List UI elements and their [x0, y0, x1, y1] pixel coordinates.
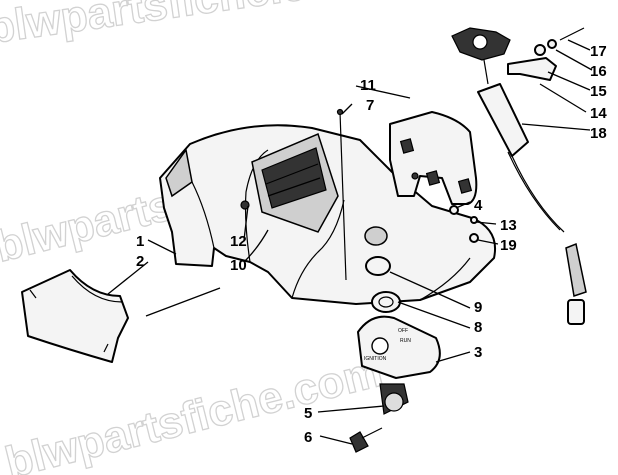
callout-2: 2 — [136, 253, 144, 270]
callout-9: 9 — [474, 299, 482, 316]
rod-part-7 — [336, 108, 347, 281]
callout-11: 11 — [360, 77, 376, 94]
front-panel-part-2 — [21, 269, 129, 363]
key-part-6 — [349, 427, 383, 453]
lock-ring-part-8 — [371, 291, 401, 313]
callout-13: 13 — [500, 217, 517, 234]
callout-10: 10 — [230, 257, 247, 274]
callout-labels: 1 2 3 4 5 6 7 8 9 10 11 12 13 14 15 16 1… — [136, 43, 607, 446]
callout-16: 16 — [590, 63, 607, 80]
callout-17: 17 — [590, 43, 607, 60]
callout-15: 15 — [590, 83, 607, 100]
damper-cylinder-part-18 — [477, 83, 587, 325]
bracket-part-11 — [389, 111, 478, 205]
callout-8: 8 — [474, 319, 482, 336]
plate-marking-ignition: IGNITION — [364, 356, 387, 362]
plate-marking-run: RUN — [400, 338, 411, 344]
callout-4: 4 — [474, 197, 483, 214]
ignition-plate-part-3: OFF RUN IGNITION — [357, 315, 441, 379]
callout-6: 6 — [304, 429, 312, 446]
callout-19: 19 — [500, 237, 517, 254]
plate-marking-off: OFF — [398, 328, 408, 334]
callout-3: 3 — [474, 344, 482, 361]
callout-5: 5 — [304, 405, 312, 422]
callout-7: 7 — [366, 97, 374, 114]
callout-12: 12 — [230, 233, 247, 250]
callout-14: 14 — [590, 105, 607, 122]
nut-part-9 — [365, 256, 391, 276]
leader-lines — [107, 39, 593, 445]
vent-grille-part-12 — [240, 132, 339, 233]
watermark-text-top: blwpartsfiche.com — [0, 0, 374, 53]
ignition-switch-part-5 — [379, 383, 409, 415]
callout-18: 18 — [590, 125, 607, 142]
callout-1: 1 — [136, 233, 144, 250]
knob-assembly-part-14-17 — [451, 27, 585, 85]
